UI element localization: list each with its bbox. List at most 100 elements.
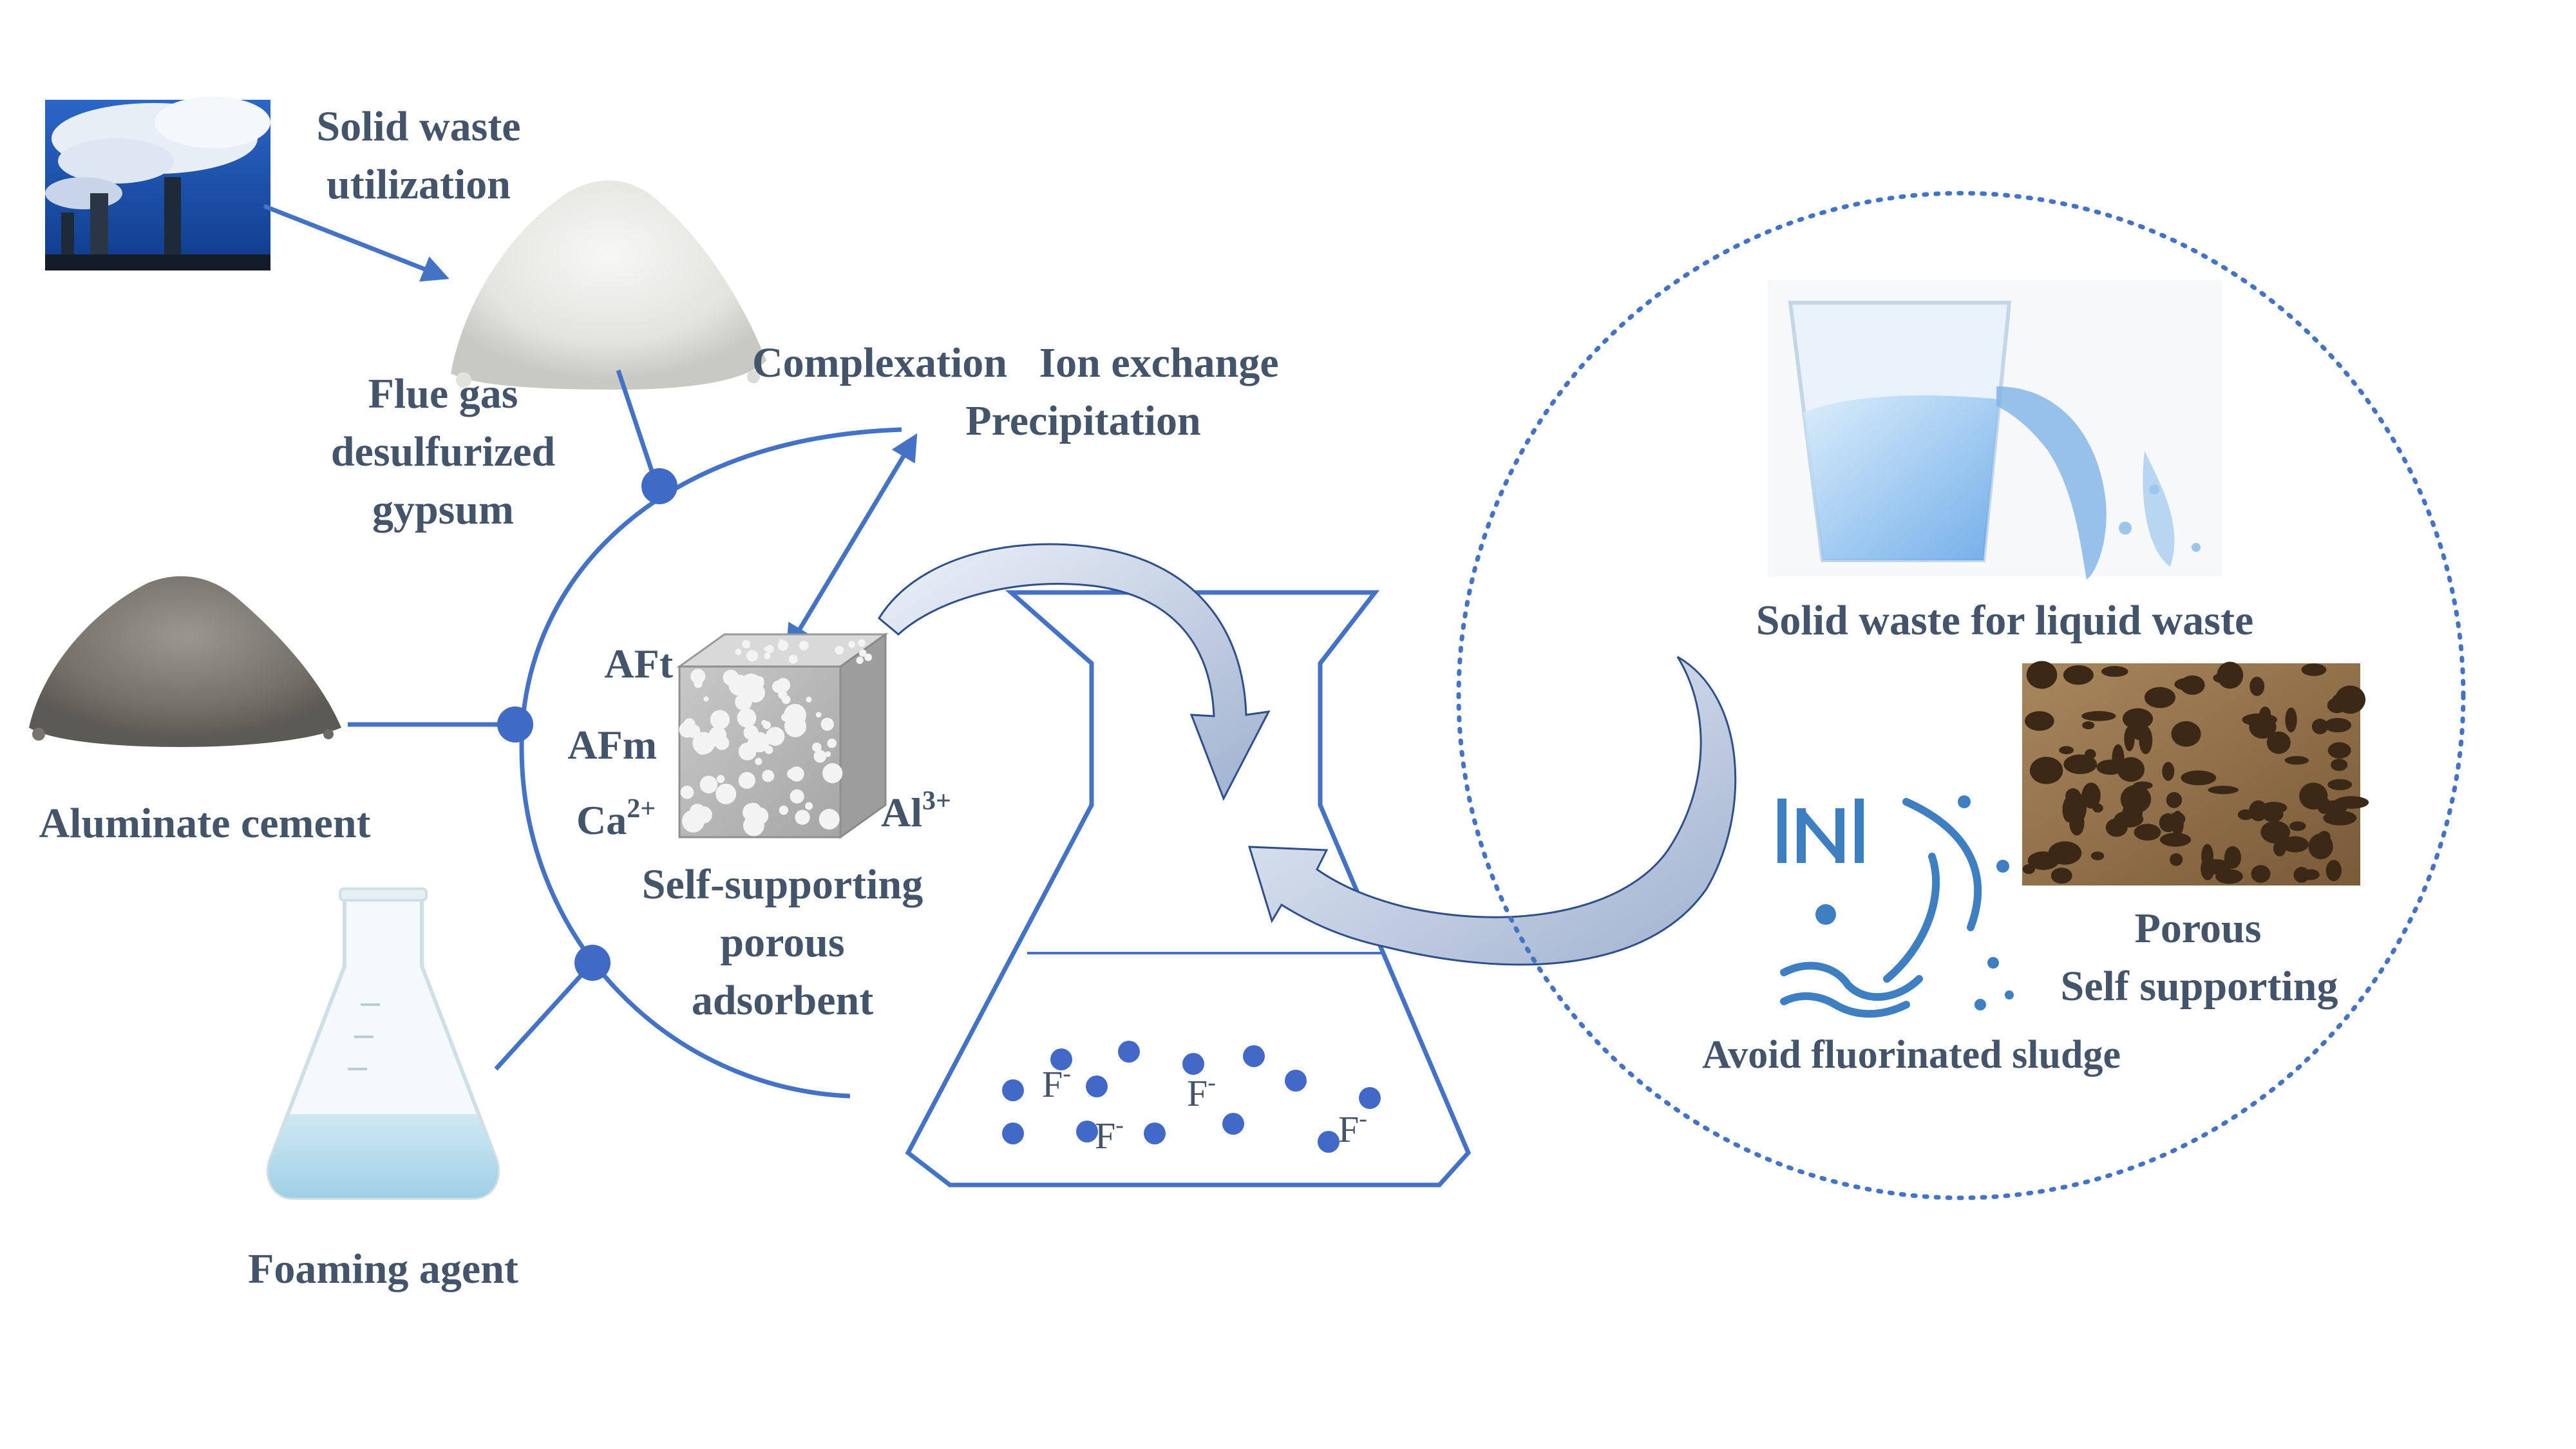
porous-hole [2055,844,2066,861]
porous-hole [2090,851,2105,860]
fluoride-ion-label: F- [1187,1069,1216,1114]
fluoride-ion-label: F- [1095,1112,1124,1157]
porous-cube-icon [676,632,889,839]
porous-hole [2026,661,2058,689]
waste-to-flask-arrow [1247,656,1737,966]
porous-hole [2174,677,2202,691]
cube-pore [815,712,822,718]
porous-hole [2170,853,2183,866]
cube-pore [795,810,810,825]
fluoride-dots [1002,1041,1381,1153]
cube-pore [723,669,739,686]
cube-pore [858,649,867,657]
gypsum-label-3: gypsum [372,486,514,533]
cube-pore [746,650,758,662]
porous-hole [2251,865,2271,883]
adsorbent-label-1: Self-supporting [642,861,923,908]
porous-hole [2301,663,2327,676]
porous-hole [2237,809,2254,820]
cube-pore [784,715,806,737]
porous-hole [2293,867,2310,883]
porous-hole [2242,713,2278,726]
aft-label: AFt [604,641,673,687]
porous-hole [2327,742,2351,759]
porous-hole [2215,869,2243,884]
cube-pore [687,724,701,738]
reaction-flask-icon [905,590,1472,1188]
porous-hole [2081,711,2116,721]
porous-hole [2273,840,2286,857]
cube-pore [827,738,837,748]
cube-pore [737,708,757,728]
porous-hole [2063,665,2094,685]
gypsum-label-1: Flue gas [368,370,518,417]
cube-pore [766,726,785,746]
cube-pore [858,639,866,647]
foaming-agent-label: Foaming agent [248,1245,518,1293]
fluoride-ion-label: F- [1338,1105,1367,1150]
application-circle [1456,191,2466,1200]
cube-pore [799,640,809,650]
gypsum-label-2: desulfurized [331,428,555,475]
porous-hole [2162,761,2175,781]
mechanisms-label-1: Complexation Ion exchange [752,339,1279,386]
porous-hole [2117,757,2145,782]
porous-hole [2105,818,2128,837]
cube-pore [819,809,840,830]
porous-hole [2072,793,2087,822]
aluminium-ion-label: Al3+ [881,786,951,835]
cube-pore [695,806,712,824]
cube-pore [825,751,831,757]
porous-hole [2324,717,2352,733]
cube-pore [848,641,856,649]
porous-hole [2289,821,2306,831]
foaming-connector [494,961,594,1071]
solid-for-liquid-label: Solid waste for liquid waste [1756,597,2254,644]
porous-hole [2092,803,2103,813]
porous-hole [2159,833,2192,847]
porous-hole [2134,824,2161,841]
cube-pore [699,775,718,794]
cube-pore [755,757,762,766]
cube-pore [781,695,791,705]
porous-hole [2281,836,2309,853]
gypsum-connector [616,369,659,488]
cube-pore [864,653,873,661]
sludge-discharge-icon [1777,795,2014,1018]
porous-hole [2332,693,2354,705]
porous-hole [2266,731,2291,754]
porous-hole [2024,711,2054,731]
cube-pore [806,696,812,703]
porous-hole [2022,864,2035,875]
porous-hole [2063,754,2098,775]
cube-pore [739,673,762,697]
solid-waste-label-2: utilization [327,161,511,208]
fluoride-ion-label: F- [1042,1060,1071,1105]
afm-label: AFm [567,722,657,768]
porous-hole [2120,784,2152,813]
porous-hole [2168,812,2186,826]
porous-hole [2059,746,2074,755]
cube-pore [787,768,797,779]
cube-pore [828,773,837,781]
solid-waste-label-1: Solid waste [316,103,520,150]
porous-hole [2062,797,2075,822]
cube-pore [765,645,774,654]
self-supporting-label: Self supporting [2061,963,2338,1010]
adsorbent-label-3: adsorbent [692,977,873,1024]
porous-hole [2284,755,2309,765]
mixing-arc [519,427,902,1099]
porous-hole [2208,786,2239,795]
cube-pore [805,802,813,810]
porous-hole [2285,707,2297,733]
cube-pore [735,649,742,656]
cube-pore [779,805,789,815]
cube-pore [696,742,708,755]
cube-pore [680,785,694,799]
porous-label: Porous [2135,905,2262,952]
porous-hole [2327,779,2353,791]
mechanisms-label-2: Precipitation [965,397,1200,444]
avoid-sludge-label: Avoid fluorinated sludge [1702,1033,2121,1077]
utilization-arrow [263,204,450,282]
